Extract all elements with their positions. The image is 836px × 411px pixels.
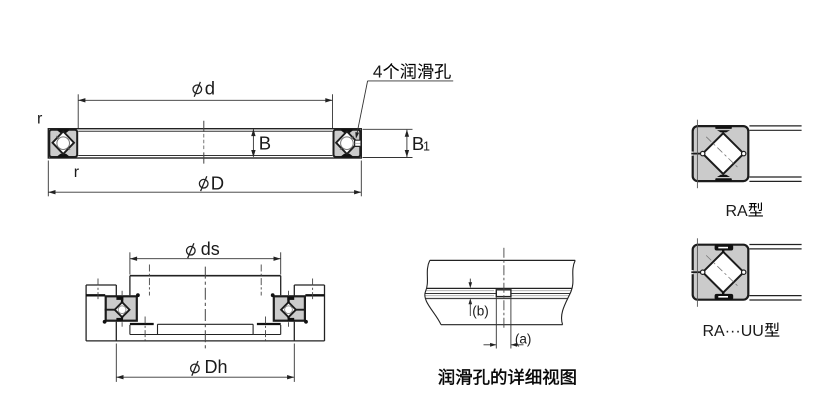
svg-text:r: r xyxy=(37,111,43,128)
svg-text:RA: RA xyxy=(726,203,749,220)
svg-text:d: d xyxy=(205,77,215,98)
svg-text:B: B xyxy=(412,133,424,154)
svg-text:4: 4 xyxy=(373,62,383,82)
svg-text:r: r xyxy=(74,164,80,181)
svg-text:(a): (a) xyxy=(515,332,532,347)
svg-text:RA···UU: RA···UU xyxy=(703,323,764,340)
svg-text:ds: ds xyxy=(201,239,220,259)
svg-text:Dh: Dh xyxy=(205,357,228,377)
svg-text:1: 1 xyxy=(423,139,430,153)
svg-text:D: D xyxy=(211,172,224,193)
svg-text:B: B xyxy=(259,132,271,153)
svg-text:(b): (b) xyxy=(472,303,489,318)
